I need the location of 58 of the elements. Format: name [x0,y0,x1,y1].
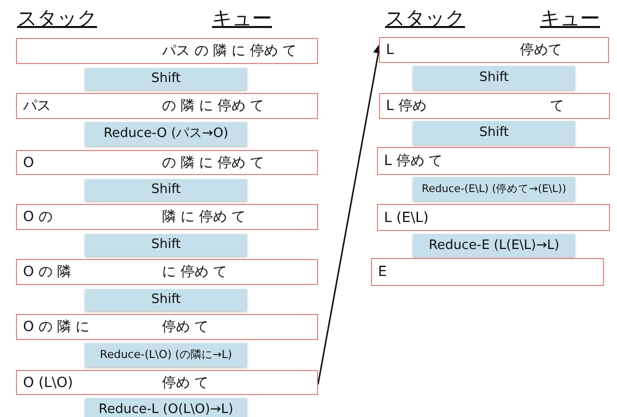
action-label: Shift [151,292,181,308]
stack-text: L [386,42,394,58]
action-label: Reduce-(E\L) (停めて→(E\L)) [422,182,566,197]
state-box [16,370,318,395]
stack-text: L (E\L) [384,210,429,226]
queue-text: の 隣 に 停め て [162,98,264,114]
stack-text: E [378,264,387,280]
column-heading: キュー [212,6,272,30]
stack-text: O の 隣 [23,264,71,280]
action-label: Shift [151,71,181,87]
state-box [379,37,609,63]
queue-text: に 停め て [162,264,227,280]
queue-text: 隣 に 停め て [162,209,246,225]
queue-text: 停め て [162,374,208,390]
column-heading: スタック [385,6,465,30]
state-box [16,314,318,340]
stack-text: L 停め て [384,153,443,169]
action-band [85,68,247,90]
action-band [85,234,247,256]
stack-text: O (L\O) [23,374,73,390]
state-box [371,258,604,286]
stack-text: L 停め [386,98,426,114]
state-box [16,259,318,285]
queue-text: 停めて [520,42,562,58]
action-label: Shift [151,237,181,253]
queue-text: の 隣 に 停め て [162,154,264,170]
state-box [16,93,318,119]
queue-text: て [550,98,564,114]
action-band [413,234,575,257]
state-box [16,150,318,175]
action-band [85,398,247,417]
action-label: Reduce-(L\O) (の隣に→L) [100,347,232,363]
column-heading: キュー [540,6,600,30]
stack-text: O の [23,209,52,225]
queue-text: 停め て [162,319,208,335]
state-box [16,204,318,230]
action-label: Shift [479,70,509,86]
action-band [413,177,575,201]
action-band [413,121,575,145]
column-heading: スタック [17,6,97,30]
action-label: Shift [479,125,509,141]
queue-text: パス の 隣 に 停め て [162,43,296,59]
action-label: Shift [151,182,181,198]
state-box [377,147,610,175]
state-box [377,204,610,231]
stack-text: パス [23,98,51,114]
action-label: Reduce-L (O(L\O)→L) [98,402,234,417]
state-box [16,38,318,64]
stack-text: O の 隣 に [23,319,90,335]
action-band [85,122,247,146]
action-label: Reduce-O (パス→O) [104,126,228,142]
stack-text: O [23,154,34,170]
action-band [85,343,247,367]
state-box [379,93,610,119]
action-band [85,179,247,201]
action-label: Reduce-E (L(E\L)→L) [428,238,560,254]
action-band [85,289,247,311]
action-band [413,66,575,90]
